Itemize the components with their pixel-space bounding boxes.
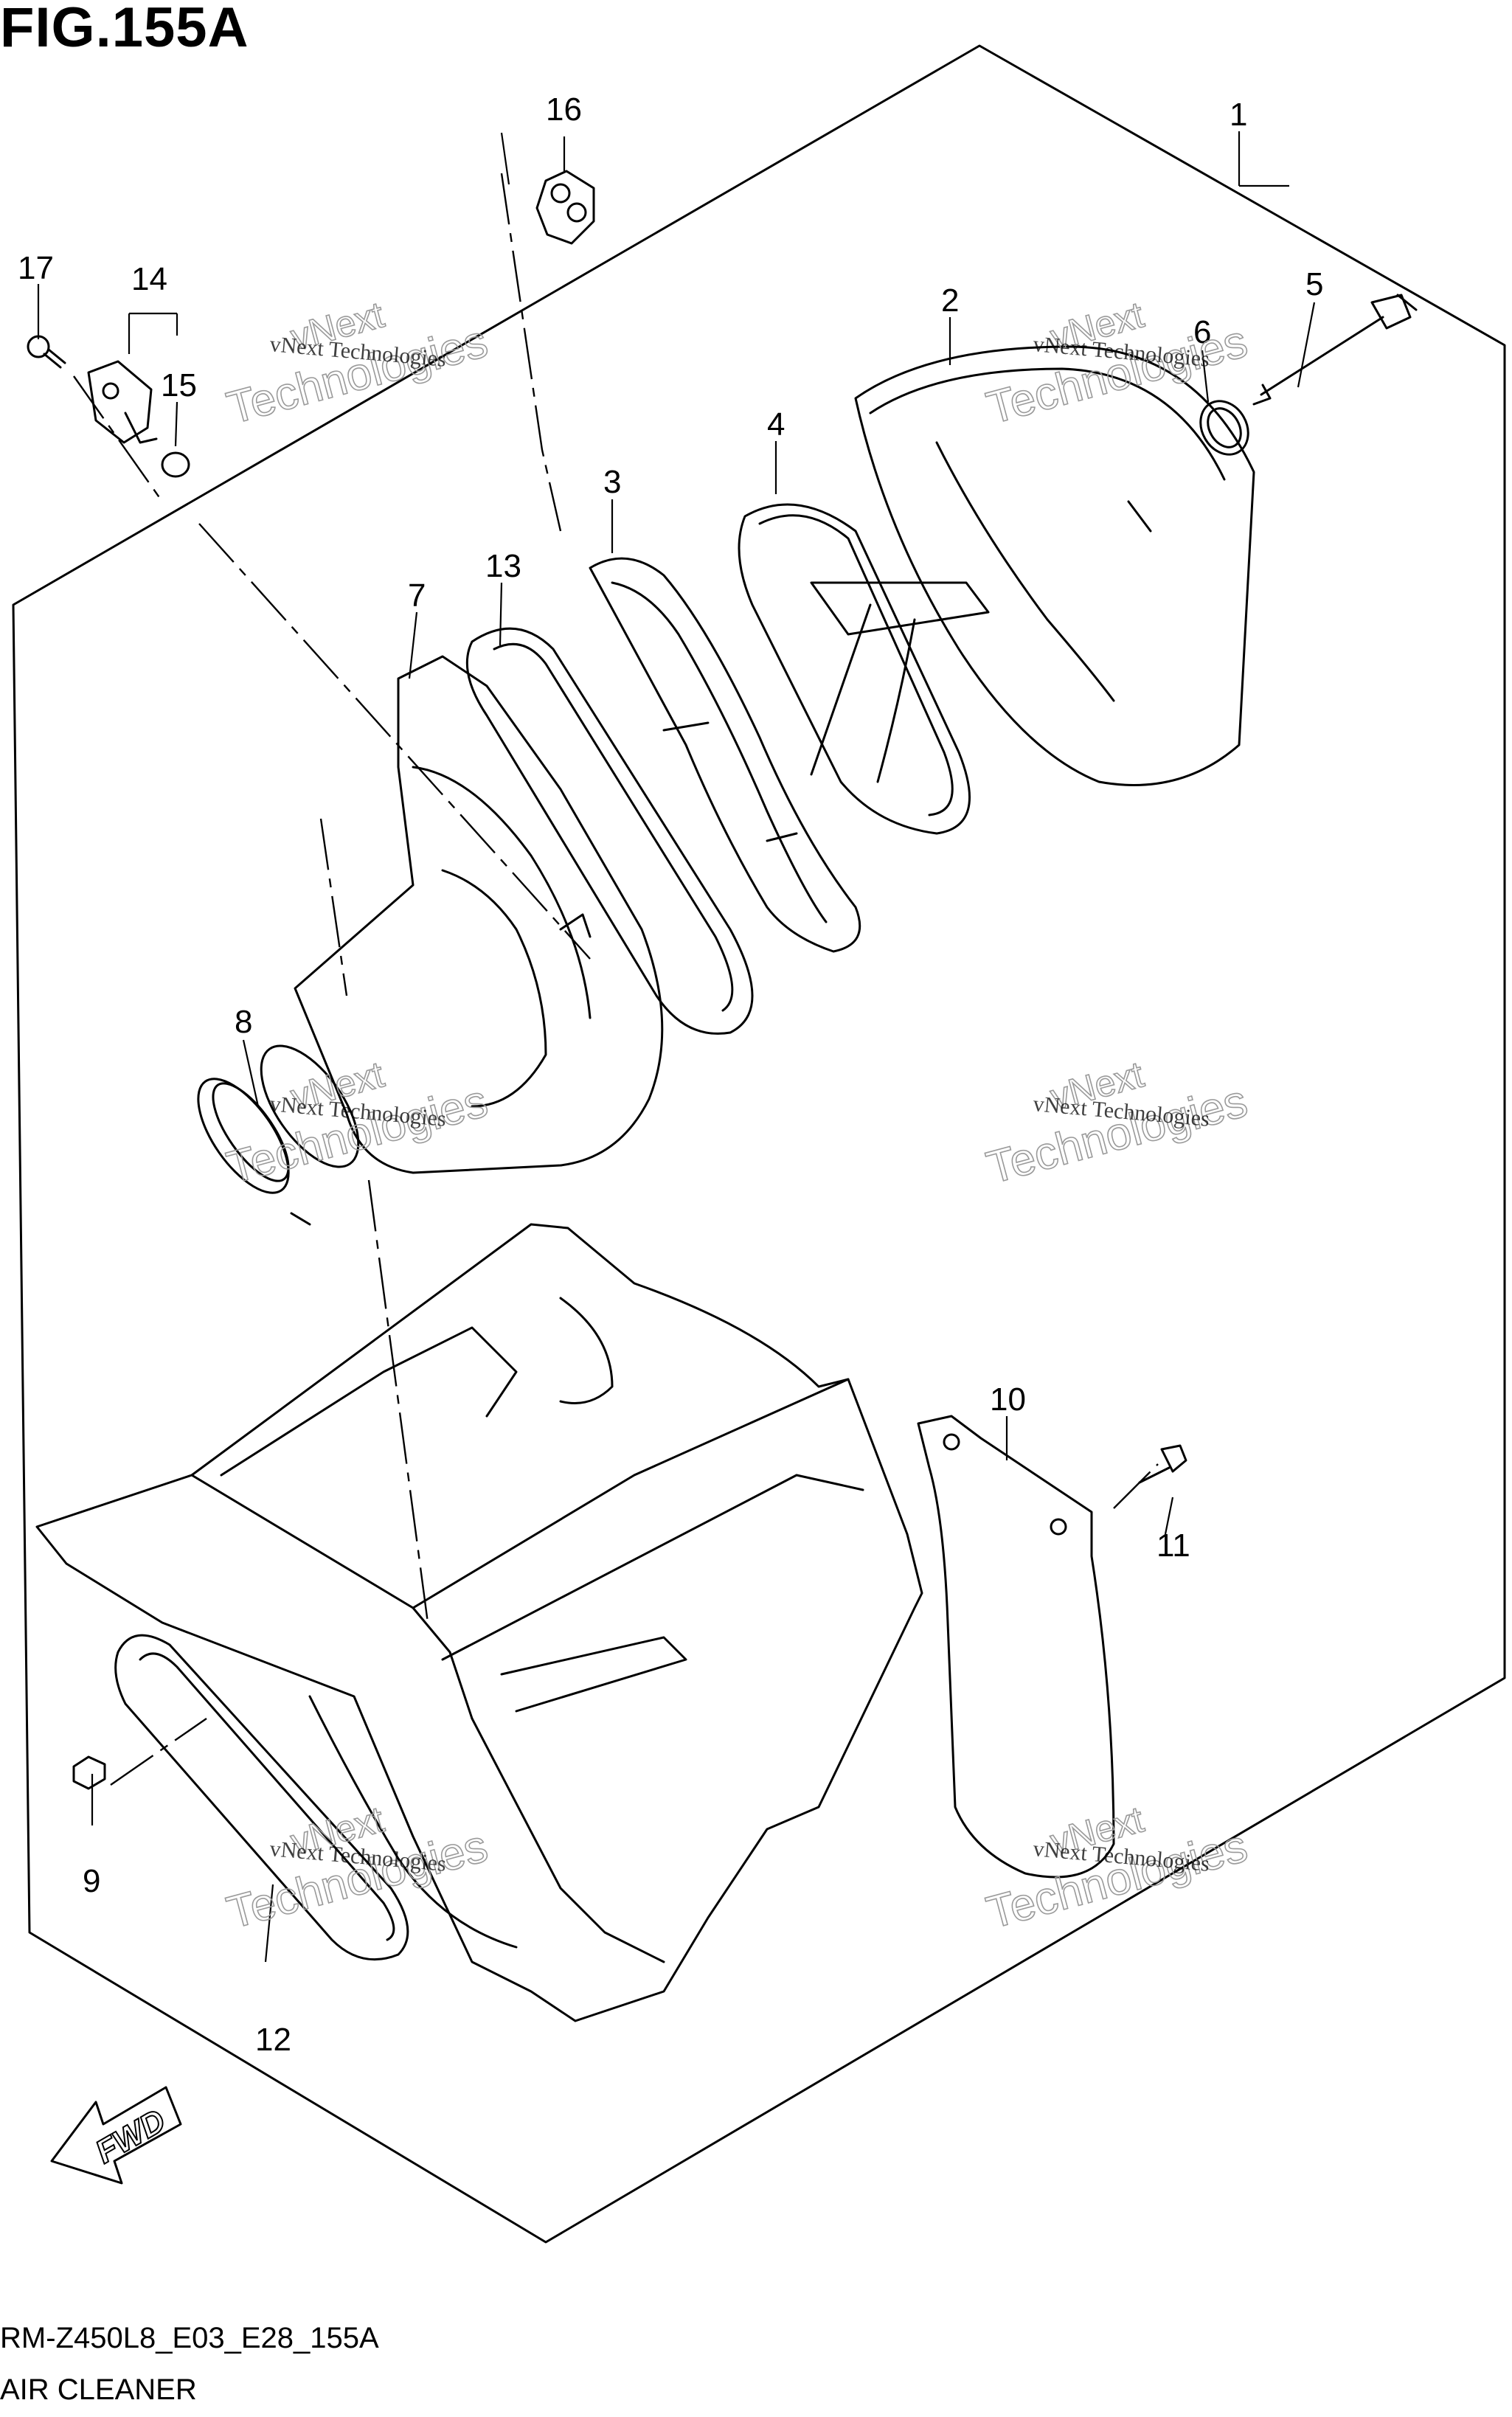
part-5-wing-bolt [1252, 294, 1418, 406]
part-12-gasket [114, 1634, 409, 1961]
watermarks: Technologies vNext vNext Technologies Te… [221, 294, 1253, 1940]
watermark-top-left: Technologies vNext vNext Technologies [221, 294, 493, 435]
callout-labels: 1 2 3 4 5 6 7 8 9 10 11 12 13 14 15 16 1… [18, 91, 1323, 2058]
callout-6: 6 [1193, 314, 1211, 350]
figure-code: RM-Z450L8_E03_E28_155A [0, 2322, 379, 2354]
fwd-arrow-icon: FWD [50, 2086, 182, 2185]
figure-name: AIR CLEANER [0, 2373, 197, 2406]
part-6-clamp [1199, 400, 1249, 456]
watermark-mid-right: Technologies vNext vNext Technologies [981, 1053, 1253, 1195]
callout-3: 3 [603, 464, 621, 500]
part-7-case-cover [294, 655, 664, 1174]
callout-1: 1 [1230, 97, 1247, 133]
callout-7: 7 [408, 578, 426, 614]
callout-2: 2 [941, 282, 959, 319]
alignment-lines [73, 173, 1159, 1786]
figure-title: FIG.155A [0, 0, 249, 59]
part-8-clamp-ring [197, 1044, 360, 1226]
callout-15: 15 [161, 367, 197, 403]
callout-11: 11 [1156, 1527, 1190, 1564]
callout-12: 12 [255, 2022, 291, 2058]
part-10-side-cover [917, 1415, 1115, 1879]
callout-10: 10 [990, 1381, 1026, 1418]
part-13-gasket [465, 627, 754, 1035]
leader-lines [37, 131, 1316, 1963]
assembly-frame [12, 44, 1506, 2244]
part-3-filter-holder [589, 557, 861, 953]
callout-14: 14 [131, 261, 167, 297]
part-17-bolt [27, 335, 66, 369]
air-cleaner-case [35, 1223, 923, 2022]
callout-9: 9 [83, 1863, 100, 1899]
part-16-bracket [535, 170, 595, 245]
part-9-nut [72, 1755, 106, 1790]
part-14-sensor [87, 360, 158, 444]
part-4-filter-cage [738, 503, 990, 835]
callout-4: 4 [767, 406, 785, 443]
part-2-air-filter [854, 345, 1255, 786]
callout-17: 17 [18, 250, 54, 286]
watermark-bottom-right: Technologies vNext vNext Technologies [981, 1798, 1253, 1940]
fwd-label: FWD [89, 2102, 171, 2171]
callout-13: 13 [485, 548, 521, 584]
callout-5: 5 [1305, 266, 1323, 302]
callout-16: 16 [546, 91, 582, 128]
part-15-o-ring [161, 451, 190, 478]
callout-8: 8 [235, 1004, 252, 1040]
part-11-screw [1138, 1444, 1187, 1484]
